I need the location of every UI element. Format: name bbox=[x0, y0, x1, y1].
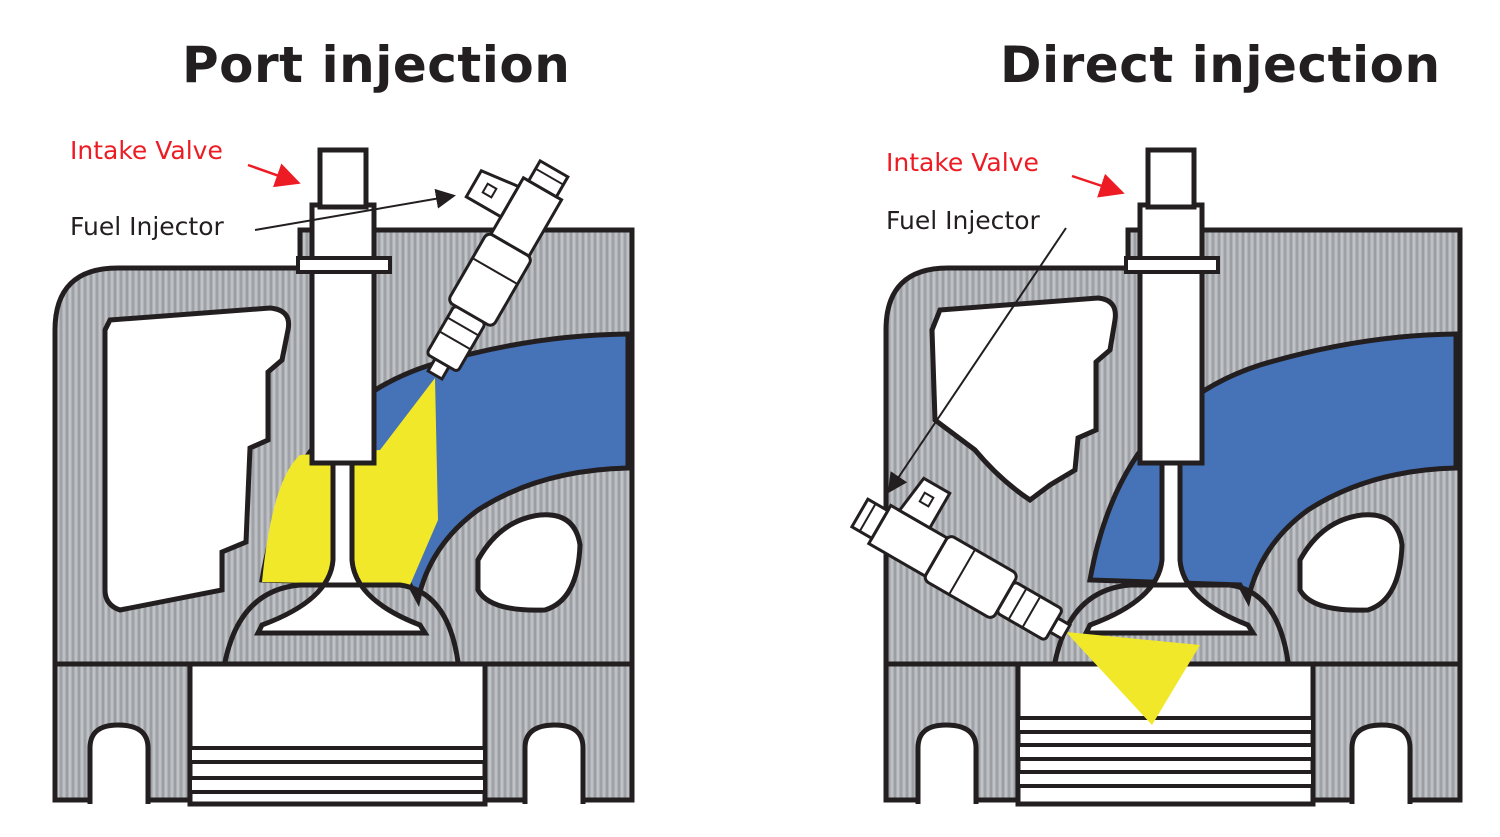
port-intake-valve-label: Intake Valve bbox=[70, 136, 223, 165]
port-piston-ring-2 bbox=[188, 776, 487, 794]
direct-valve-guide bbox=[1137, 202, 1205, 466]
direct-right-coolant bbox=[1349, 722, 1413, 804]
direct-injection-title: Direct injection bbox=[1000, 36, 1441, 94]
direct-piston-ring-1 bbox=[1016, 716, 1315, 734]
direct-water-jacket-left bbox=[929, 295, 1118, 504]
direct-water-jacket-right bbox=[1297, 512, 1405, 613]
port-valve-collar bbox=[296, 256, 392, 274]
direct-piston-ring-2 bbox=[1016, 743, 1315, 761]
port-piston-ring-1 bbox=[188, 746, 487, 764]
port-valve-guide bbox=[309, 202, 377, 466]
direct-fuel-injector-label: Fuel Injector bbox=[886, 206, 1040, 235]
port-left-coolant bbox=[87, 722, 151, 804]
port-water-jacket-right bbox=[475, 512, 583, 613]
direct-valve-collar bbox=[1124, 256, 1220, 274]
port-injector-arrow bbox=[254, 188, 456, 231]
port-water-jacket-left bbox=[102, 305, 292, 613]
port-intake-arrow bbox=[247, 163, 301, 188]
port-injection-title: Port injection bbox=[182, 36, 571, 94]
direct-injector-arrow bbox=[887, 227, 1067, 494]
direct-fuel-spray bbox=[1066, 632, 1200, 725]
direct-piston-ring-3 bbox=[1016, 770, 1315, 788]
direct-fuel-injector bbox=[849, 476, 1073, 641]
direct-valve-stem-top bbox=[1145, 147, 1197, 210]
direct-engine bbox=[849, 147, 1463, 807]
port-chamber-arch bbox=[222, 582, 461, 663]
port-fuel-injector-label: Fuel Injector bbox=[70, 212, 224, 241]
port-right-coolant bbox=[522, 722, 586, 804]
port-valve-stem-top bbox=[317, 147, 369, 210]
direct-left-coolant bbox=[915, 722, 979, 804]
port-fuel-injector bbox=[426, 158, 570, 382]
direct-intake-valve-label: Intake Valve bbox=[886, 148, 1039, 177]
port-engine bbox=[52, 147, 635, 807]
direct-intake-arrow bbox=[1071, 173, 1125, 198]
